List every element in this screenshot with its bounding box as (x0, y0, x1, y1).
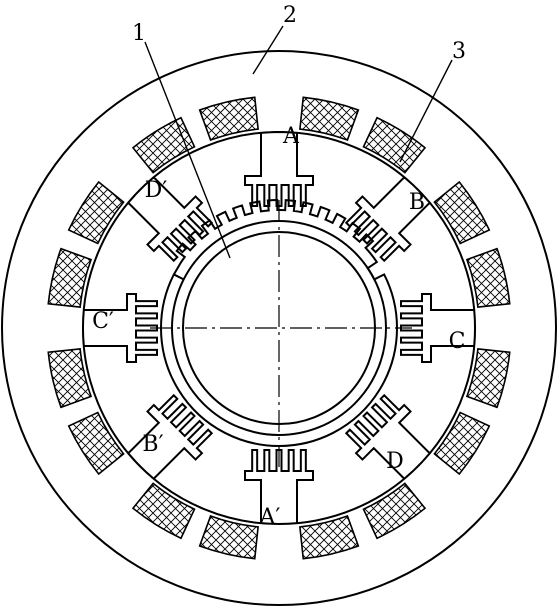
leader-line-1 (144, 41, 231, 259)
coil-d-right (362, 482, 427, 540)
coil-d-prime-left (67, 180, 125, 245)
pole-label-b: B (409, 190, 425, 215)
leader-line-3 (399, 59, 453, 163)
stator-outer-circle (1, 50, 557, 606)
coil-d-prime-right (131, 116, 196, 174)
pole-label-b-prime: B′ (142, 432, 163, 457)
callout-stator: 2 (283, 3, 297, 28)
leader-line-2 (252, 25, 284, 75)
pole-label-a-prime: A′ (259, 505, 281, 530)
pole-label-c: C (449, 329, 466, 354)
coil-b-prime-left (131, 482, 196, 540)
pole-label-a: A (282, 124, 300, 149)
callout-winding: 3 (452, 39, 466, 64)
pole-label-c-prime: C′ (92, 309, 114, 334)
pole-label-d: D (386, 449, 404, 474)
callout-rotor: 1 (132, 21, 146, 46)
coil-b-left (362, 116, 427, 174)
coil-c-prime-left (47, 348, 93, 409)
coil-c-prime-right (47, 247, 93, 308)
coil-a-right (299, 96, 360, 142)
pole-label-d-prime: D′ (145, 178, 168, 203)
coil-d-left (433, 411, 491, 476)
coil-c-right (465, 348, 511, 409)
rotor-outline (160, 198, 398, 447)
stator-inner-outline (82, 131, 476, 525)
winding-coils (47, 96, 511, 560)
coil-b-prime-right (67, 411, 125, 476)
coil-b-right (433, 180, 491, 245)
coil-c-left (465, 247, 511, 308)
coil-a-prime-right (198, 514, 259, 560)
coil-a-left (198, 96, 259, 142)
coil-a-prime-left (299, 514, 360, 560)
